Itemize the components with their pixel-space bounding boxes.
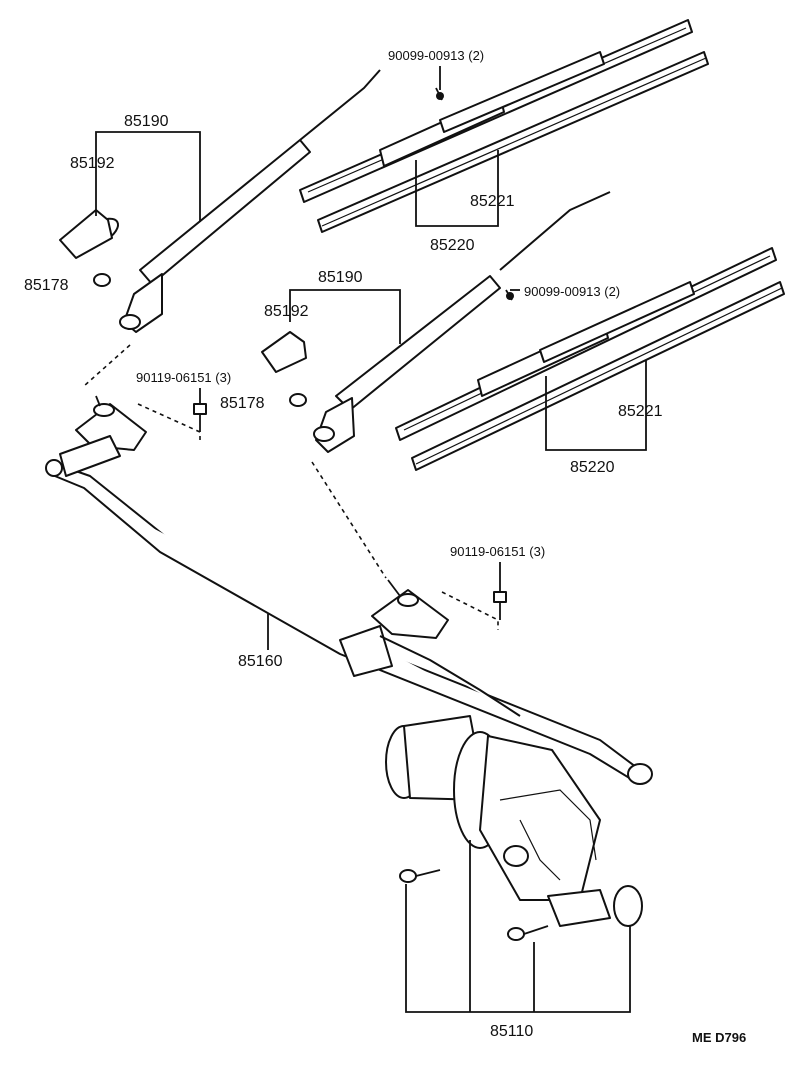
motor-screw-left-icon	[399, 869, 441, 883]
screw-top-icon	[435, 87, 444, 101]
nut-top-icon	[93, 273, 111, 287]
screw-mid-icon	[505, 289, 514, 301]
bolt-right-icon	[493, 591, 507, 620]
wiper-arm-mid	[261, 191, 611, 453]
wiper-motor-assy	[385, 715, 643, 927]
label-bolt-right: 90119-06151 (3)	[450, 544, 545, 559]
label-insert-bottom: 85221	[618, 403, 663, 420]
bolt-left-icon	[193, 403, 207, 432]
label-motor-assy: 85110	[490, 1023, 533, 1040]
label-blade-bottom: 85220	[570, 459, 615, 476]
nut-mid-icon	[289, 393, 307, 407]
label-nut-top: 85178	[24, 277, 69, 294]
label-screw-mid: 90099-00913 (2)	[524, 284, 620, 299]
pivot-left	[75, 344, 201, 451]
label-blade-top: 85220	[430, 237, 475, 254]
motor-screw-mid-icon	[507, 925, 549, 941]
label-bolt-left: 90119-06151 (3)	[136, 370, 231, 385]
label-arm-top: 85190	[124, 113, 169, 130]
label-arm-mid: 85190	[318, 269, 363, 286]
label-cover-mid: 85192	[264, 303, 309, 320]
label-nut-mid: 85178	[220, 395, 265, 412]
pivot-right	[311, 461, 499, 639]
wiper-arm-top	[59, 69, 381, 333]
diagram-code: ME D796	[692, 1030, 746, 1045]
label-link-assy: 85160	[238, 653, 283, 670]
wiper-blade-bottom	[395, 247, 785, 471]
label-cover-top: 85192	[70, 155, 115, 172]
wiper-link-assy	[45, 435, 653, 785]
label-insert-top: 85221	[470, 193, 515, 210]
label-screw-top: 90099-00913 (2)	[388, 48, 484, 63]
